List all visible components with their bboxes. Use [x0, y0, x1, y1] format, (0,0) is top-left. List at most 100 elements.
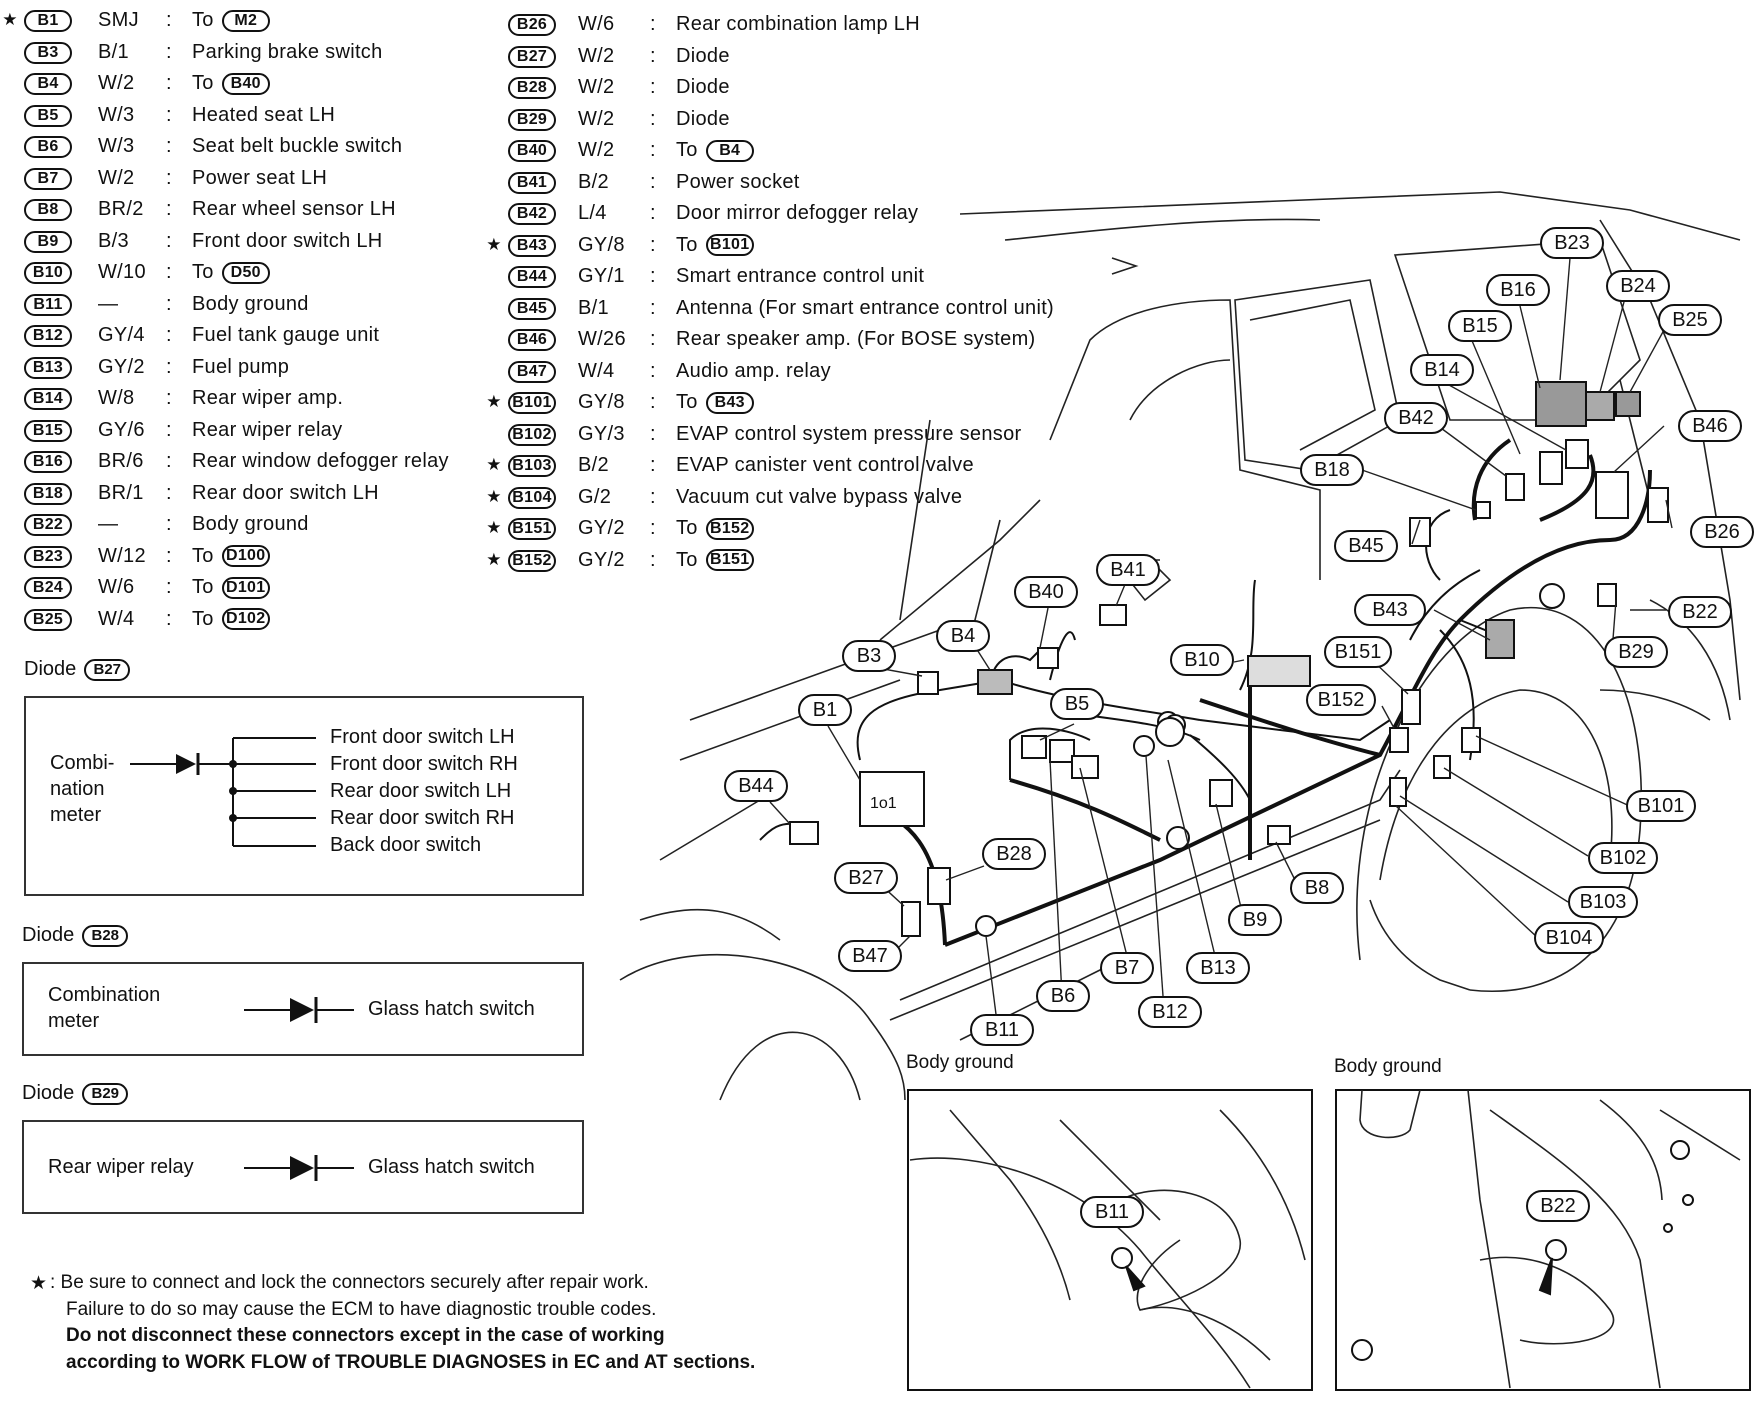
component-b46: [1595, 471, 1629, 519]
component-blocks: [789, 381, 1669, 937]
diode-b28-right: Glass hatch switch: [368, 998, 535, 1020]
connector-description-text: To: [192, 544, 214, 567]
connector-ref-badge: D102: [221, 608, 270, 630]
connector-spec: B/1: [98, 40, 129, 63]
connector-spec: W/3: [98, 135, 135, 157]
connector-description: Door mirror defogger relay: [676, 202, 918, 225]
separator-colon: :: [650, 391, 656, 413]
connector-description: Smart entrance control unit: [676, 265, 924, 288]
diode-b29-right: Glass hatch switch: [368, 1156, 535, 1178]
connector-spec: W/2: [578, 107, 615, 130]
connector-spec: W/8: [98, 387, 135, 409]
connector-description-text: Fuel pump: [192, 355, 290, 378]
callout-b11: B11: [970, 1014, 1034, 1046]
callout-b40: B40: [1014, 576, 1078, 608]
connector-description-text: Power seat LH: [192, 166, 328, 189]
connector-spec: GY/6: [98, 418, 145, 441]
separator-colon: :: [650, 296, 656, 319]
connector-description: EVAP canister vent control valve: [676, 454, 974, 477]
connector-spec: B/3: [98, 229, 129, 252]
inset-left-frame: [907, 1089, 1313, 1391]
diode-b28-left-1: Combination: [48, 984, 161, 1006]
connector-description-text: Smart entrance control unit: [676, 265, 925, 287]
connector-code-badge: B25: [24, 608, 72, 631]
connector-ref-badge: B40: [221, 72, 270, 95]
connector-description: Body ground: [192, 293, 309, 316]
note-star: ★: [30, 1273, 48, 1294]
connector-description-text: Body ground: [192, 292, 309, 315]
connector-spec: BR/2: [98, 198, 144, 220]
connector-code-badge: B16: [24, 451, 72, 473]
connector-description: Diode: [676, 45, 730, 68]
callout-b26: B26: [1690, 516, 1754, 548]
connector-spec: GY/1: [578, 265, 625, 287]
connector-row: B11—:Body ground: [0, 290, 308, 320]
component-b14: [1565, 439, 1589, 469]
connector-description: Heated seat LH: [192, 104, 335, 127]
connector-badge: B28: [82, 924, 129, 947]
callout-b12: B12: [1138, 996, 1202, 1028]
separator-colon: :: [166, 544, 172, 567]
connector-description-text: Audio amp. relay: [676, 359, 831, 382]
connector-code-badge: B14: [24, 388, 72, 410]
connector-description-text: Rear door switch LH: [192, 481, 379, 504]
connector-description-text: Diode: [676, 107, 730, 130]
connector-spec: —: [98, 292, 119, 315]
connector-spec: L/4: [578, 202, 607, 224]
connector-ref-badge: B43: [705, 391, 754, 414]
connector-spec: W/6: [98, 576, 135, 598]
separator-colon: :: [166, 292, 172, 315]
connector-description-text: To: [676, 139, 698, 161]
connector-description: Rear combination lamp LH: [676, 13, 920, 36]
inset-right-frame: [1335, 1089, 1751, 1391]
connector-ref-badge: B4: [705, 139, 754, 162]
connector-badge: B27: [84, 658, 131, 681]
callout-b18: B18: [1300, 454, 1364, 486]
separator-colon: :: [166, 9, 172, 31]
connector-spec: SMJ: [98, 9, 139, 31]
callout-b14: B14: [1410, 354, 1474, 386]
note-line-2: Failure to do so may cause the ECM to ha…: [66, 1299, 657, 1320]
callout-b46: B46: [1678, 410, 1742, 442]
connector-ref-badge: M2: [221, 9, 270, 32]
connector-spec: GY/2: [98, 355, 145, 378]
component-b102: [1433, 755, 1451, 779]
component-b41: [1099, 604, 1127, 626]
diode-b27-left-1: Combi-: [50, 752, 115, 774]
component-b8: [1267, 825, 1291, 845]
connector-description-text: To: [676, 233, 698, 256]
separator-colon: :: [650, 485, 656, 508]
star-marker: ★: [486, 455, 502, 475]
connector-spec: GY/2: [578, 548, 625, 571]
connector-description: EVAP control system pressure sensor: [676, 423, 1021, 446]
inset-left-drawing: [909, 1109, 1306, 1389]
component-b6: [1071, 755, 1099, 779]
diode-symbol: [290, 998, 314, 1022]
separator-colon: :: [166, 607, 172, 630]
connector-code-badge: B102: [508, 423, 556, 446]
connector-description-text: Door mirror defogger relay: [676, 202, 919, 224]
note-line-4: according to WORK FLOW of TROUBLE DIAGNO…: [66, 1352, 756, 1373]
diode-b27-schematic: [130, 737, 316, 847]
callout-b7: B7: [1100, 952, 1154, 984]
callout-b15: B15: [1448, 310, 1512, 342]
connector-code-badge: B9: [24, 230, 72, 253]
separator-colon: :: [166, 229, 172, 252]
separator-colon: :: [166, 324, 172, 346]
